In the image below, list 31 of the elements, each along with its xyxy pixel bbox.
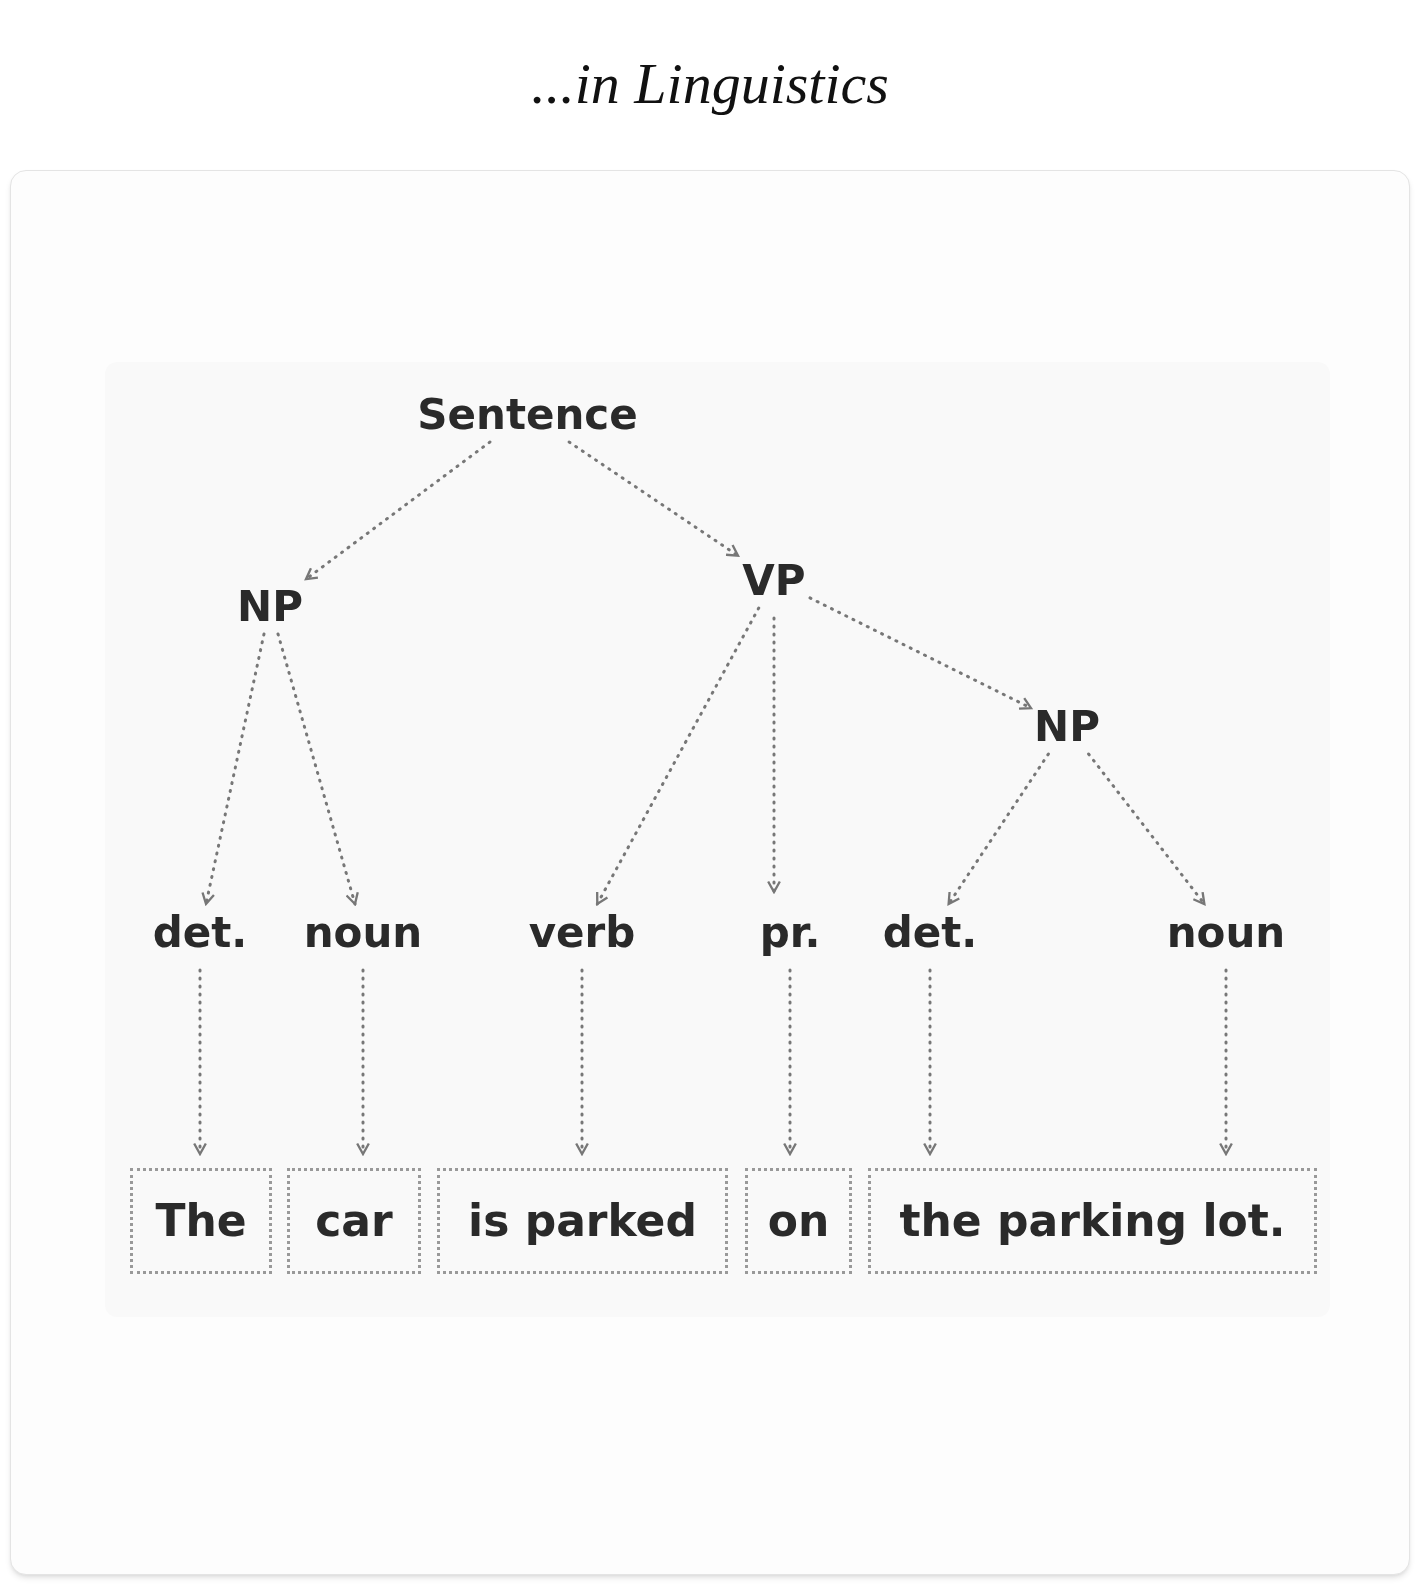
category-label: Sentence [415, 388, 640, 440]
word-box: The [130, 1168, 272, 1274]
category-label: NP [236, 580, 304, 632]
dotted-arrow [356, 968, 370, 1156]
dotted-arrow [276, 632, 359, 906]
dotted-arrow [595, 606, 761, 906]
word-box: car [287, 1168, 421, 1274]
word-box: on [745, 1168, 852, 1274]
dotted-arrow [923, 968, 937, 1156]
category-label: pr. [758, 906, 822, 958]
dotted-arrow [575, 968, 589, 1156]
dotted-arrow [1219, 968, 1233, 1156]
category-label: verb [524, 906, 640, 958]
category-label: NP [1033, 700, 1101, 752]
dotted-arrow [947, 752, 1050, 906]
dotted-arrow [567, 440, 740, 558]
word-box: the parking lot. [868, 1168, 1317, 1274]
title: ...in Linguistics [530, 50, 890, 118]
dotted-arrow [201, 632, 266, 906]
category-label: det. [150, 906, 250, 958]
dotted-arrow [783, 968, 797, 1156]
word-box: is parked [437, 1168, 728, 1274]
dotted-arrow [304, 440, 492, 581]
category-label: det. [880, 906, 980, 958]
category-label: VP [740, 554, 808, 606]
dotted-arrow [767, 616, 781, 894]
dotted-arrow [193, 968, 207, 1156]
category-label: noun [300, 906, 426, 958]
dotted-arrow [1087, 752, 1206, 906]
dotted-arrow [808, 596, 1033, 710]
category-label: noun [1162, 906, 1290, 958]
